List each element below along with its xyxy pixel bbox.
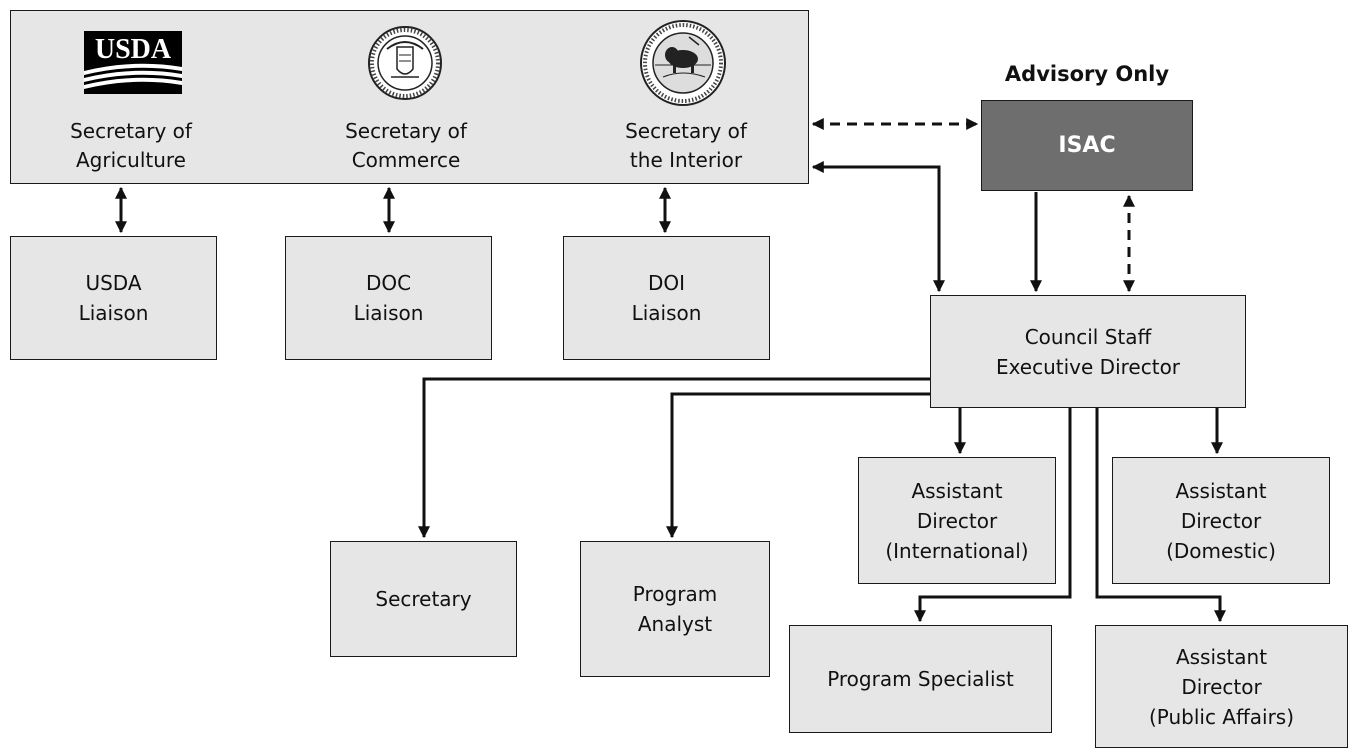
doi-seal-icon (640, 20, 726, 106)
ad-line3: (International) (885, 538, 1029, 563)
advisory-only-label: Advisory Only (1004, 62, 1170, 86)
secretaries-executive-link (811, 161, 945, 293)
liaison-role: Liaison (631, 301, 702, 325)
secretary-department: Commerce (351, 148, 461, 172)
usda-logo: USDA (84, 31, 182, 94)
secretary-of-commerce: Secretary of Commerce (286, 11, 526, 185)
secretary-title: Secretary of (70, 119, 192, 143)
assistant-director-public-affairs-box: Assistant Director (Public Affairs) (1095, 625, 1348, 748)
program-specialist-label: Program Specialist (827, 667, 1014, 691)
doc-liaison-box: DOC Liaison (285, 236, 492, 360)
liaison-agency: DOI (647, 271, 686, 295)
secretaries-group-box: USDA Secretary of Agriculture Secretary … (10, 10, 809, 184)
liaison-role: Liaison (78, 301, 149, 325)
secretary-title: Secretary of (625, 119, 747, 143)
doi-liaison-box: DOI Liaison (563, 236, 770, 360)
program-analyst-line1: Program (632, 582, 718, 606)
secretary-department: the Interior (629, 148, 743, 172)
liaison-agency: DOC (365, 271, 412, 295)
program-analyst-box: Program Analyst (580, 541, 770, 677)
executive-secretary-link (418, 377, 930, 539)
executive-line2: Executive Director (995, 354, 1181, 379)
secretary-box: Secretary (330, 541, 517, 657)
program-analyst-line2: Analyst (637, 612, 713, 636)
secretary-title: Secretary of (345, 119, 467, 143)
executive-director-box: Council Staff Executive Director (930, 295, 1246, 408)
executive-program-specialist-link (914, 408, 1072, 623)
executive-program-analyst-link (666, 392, 930, 539)
ad-line2: Director (1180, 508, 1262, 533)
secretary-of-agriculture: USDA Secretary of Agriculture (11, 11, 251, 185)
usda-liaison-box: USDA Liaison (10, 236, 217, 360)
secretary-department: Agriculture (76, 148, 186, 172)
svg-text:USDA: USDA (95, 34, 172, 65)
executive-line1: Council Staff (1024, 324, 1152, 349)
ad-line1: Assistant (1175, 644, 1268, 669)
ad-line3: (Domestic) (1166, 538, 1276, 563)
doc-seal-icon (368, 26, 442, 100)
executive-ad-public-affairs-link (1095, 408, 1226, 623)
isac-box: ISAC (981, 100, 1193, 191)
assistant-director-international-box: Assistant Director (International) (858, 457, 1056, 584)
program-specialist-box: Program Specialist (789, 625, 1052, 733)
ad-line3: (Public Affairs) (1148, 704, 1295, 729)
ad-line2: Director (916, 508, 998, 533)
ad-line1: Assistant (911, 478, 1003, 503)
isac-label: ISAC (1058, 133, 1116, 158)
liaison-role: Liaison (353, 301, 424, 325)
assistant-director-domestic-box: Assistant Director (Domestic) (1112, 457, 1330, 584)
secretary-label: Secretary (375, 587, 472, 611)
secretary-of-the-interior: Secretary of the Interior (566, 11, 806, 185)
liaison-agency: USDA (85, 271, 142, 295)
ad-line1: Assistant (1175, 478, 1267, 503)
ad-line2: Director (1181, 674, 1262, 699)
